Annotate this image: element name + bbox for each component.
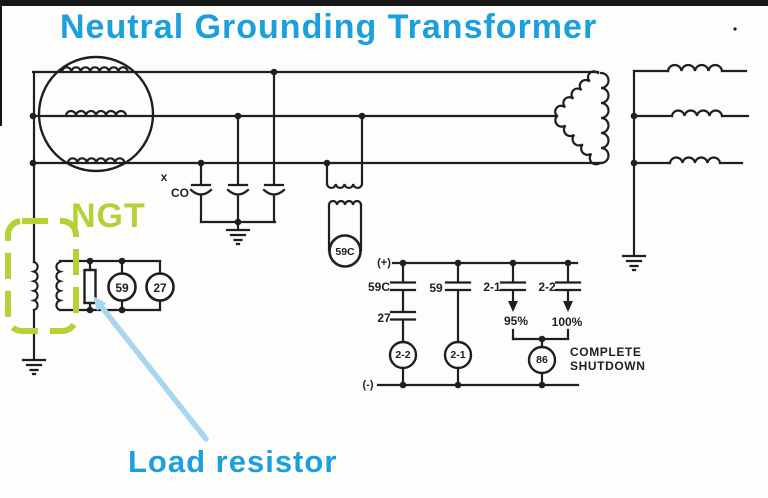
ground-symbol	[21, 358, 47, 376]
shutdown-line-2: SHUTDOWN	[570, 359, 646, 373]
coil-circle-2-2	[388, 340, 418, 370]
ground-symbol	[225, 220, 251, 246]
relay-circle-59	[107, 272, 137, 302]
load-resistor-annotation: Load resistor	[128, 444, 338, 479]
right-system-coils	[621, 63, 750, 272]
surge-capacitors	[189, 70, 286, 246]
load-resistor-symbol	[83, 259, 97, 312]
coil-label-2-2: 2-2	[395, 349, 411, 361]
phase-buses	[31, 70, 602, 264]
down-arrow-icon	[508, 301, 518, 312]
contact-label-2-1: 2-1	[483, 280, 501, 294]
pickup-arrowheads	[508, 301, 573, 312]
ground-symbol	[621, 254, 647, 272]
coil-label-86: 86	[536, 354, 548, 366]
relay-label-27: 27	[153, 281, 167, 295]
ladder-minus-label: (-)	[362, 379, 374, 391]
relay-circle-27	[145, 272, 175, 302]
relay-circle-59c	[328, 234, 362, 268]
ladder-plus-label: (+)	[377, 257, 391, 269]
junction-dots	[29, 27, 737, 389]
contact-label-27: 27	[377, 311, 391, 325]
load-resistor-arrow	[93, 296, 209, 442]
contact-label-59c: 59C	[367, 280, 391, 294]
cap-label-x: x	[160, 170, 168, 184]
cap-label-co: CO	[171, 186, 189, 200]
relay-label-59c: 59C	[335, 246, 355, 258]
coil-circle-86	[527, 345, 557, 375]
page-title: Neutral Grounding Transformer	[60, 8, 598, 46]
scan-speck	[733, 27, 737, 31]
pickup-100-label: 100%	[551, 315, 583, 329]
ngt-annotation: NGT	[71, 197, 146, 235]
ngt-highlight-box	[5, 218, 79, 334]
top-edge-bar	[0, 0, 768, 6]
relay-label-59: 59	[115, 281, 129, 295]
delta-winding	[554, 70, 610, 166]
contact-label-2-2: 2-2	[538, 280, 556, 294]
coil-circle-2-1	[443, 340, 473, 370]
coil-label-2-1: 2-1	[450, 349, 466, 361]
down-arrow-icon	[563, 301, 573, 312]
pickup-95-label: 95%	[503, 314, 529, 328]
shutdown-label: COMPLETE SHUTDOWN	[570, 345, 645, 373]
up-left-arrowhead-icon	[93, 296, 107, 311]
shutdown-line-1: COMPLETE	[570, 345, 642, 359]
contact-label-59: 59	[429, 281, 443, 295]
vt-59c	[325, 114, 364, 268]
left-edge-bar	[0, 0, 2, 126]
generator-symbol	[37, 55, 155, 173]
